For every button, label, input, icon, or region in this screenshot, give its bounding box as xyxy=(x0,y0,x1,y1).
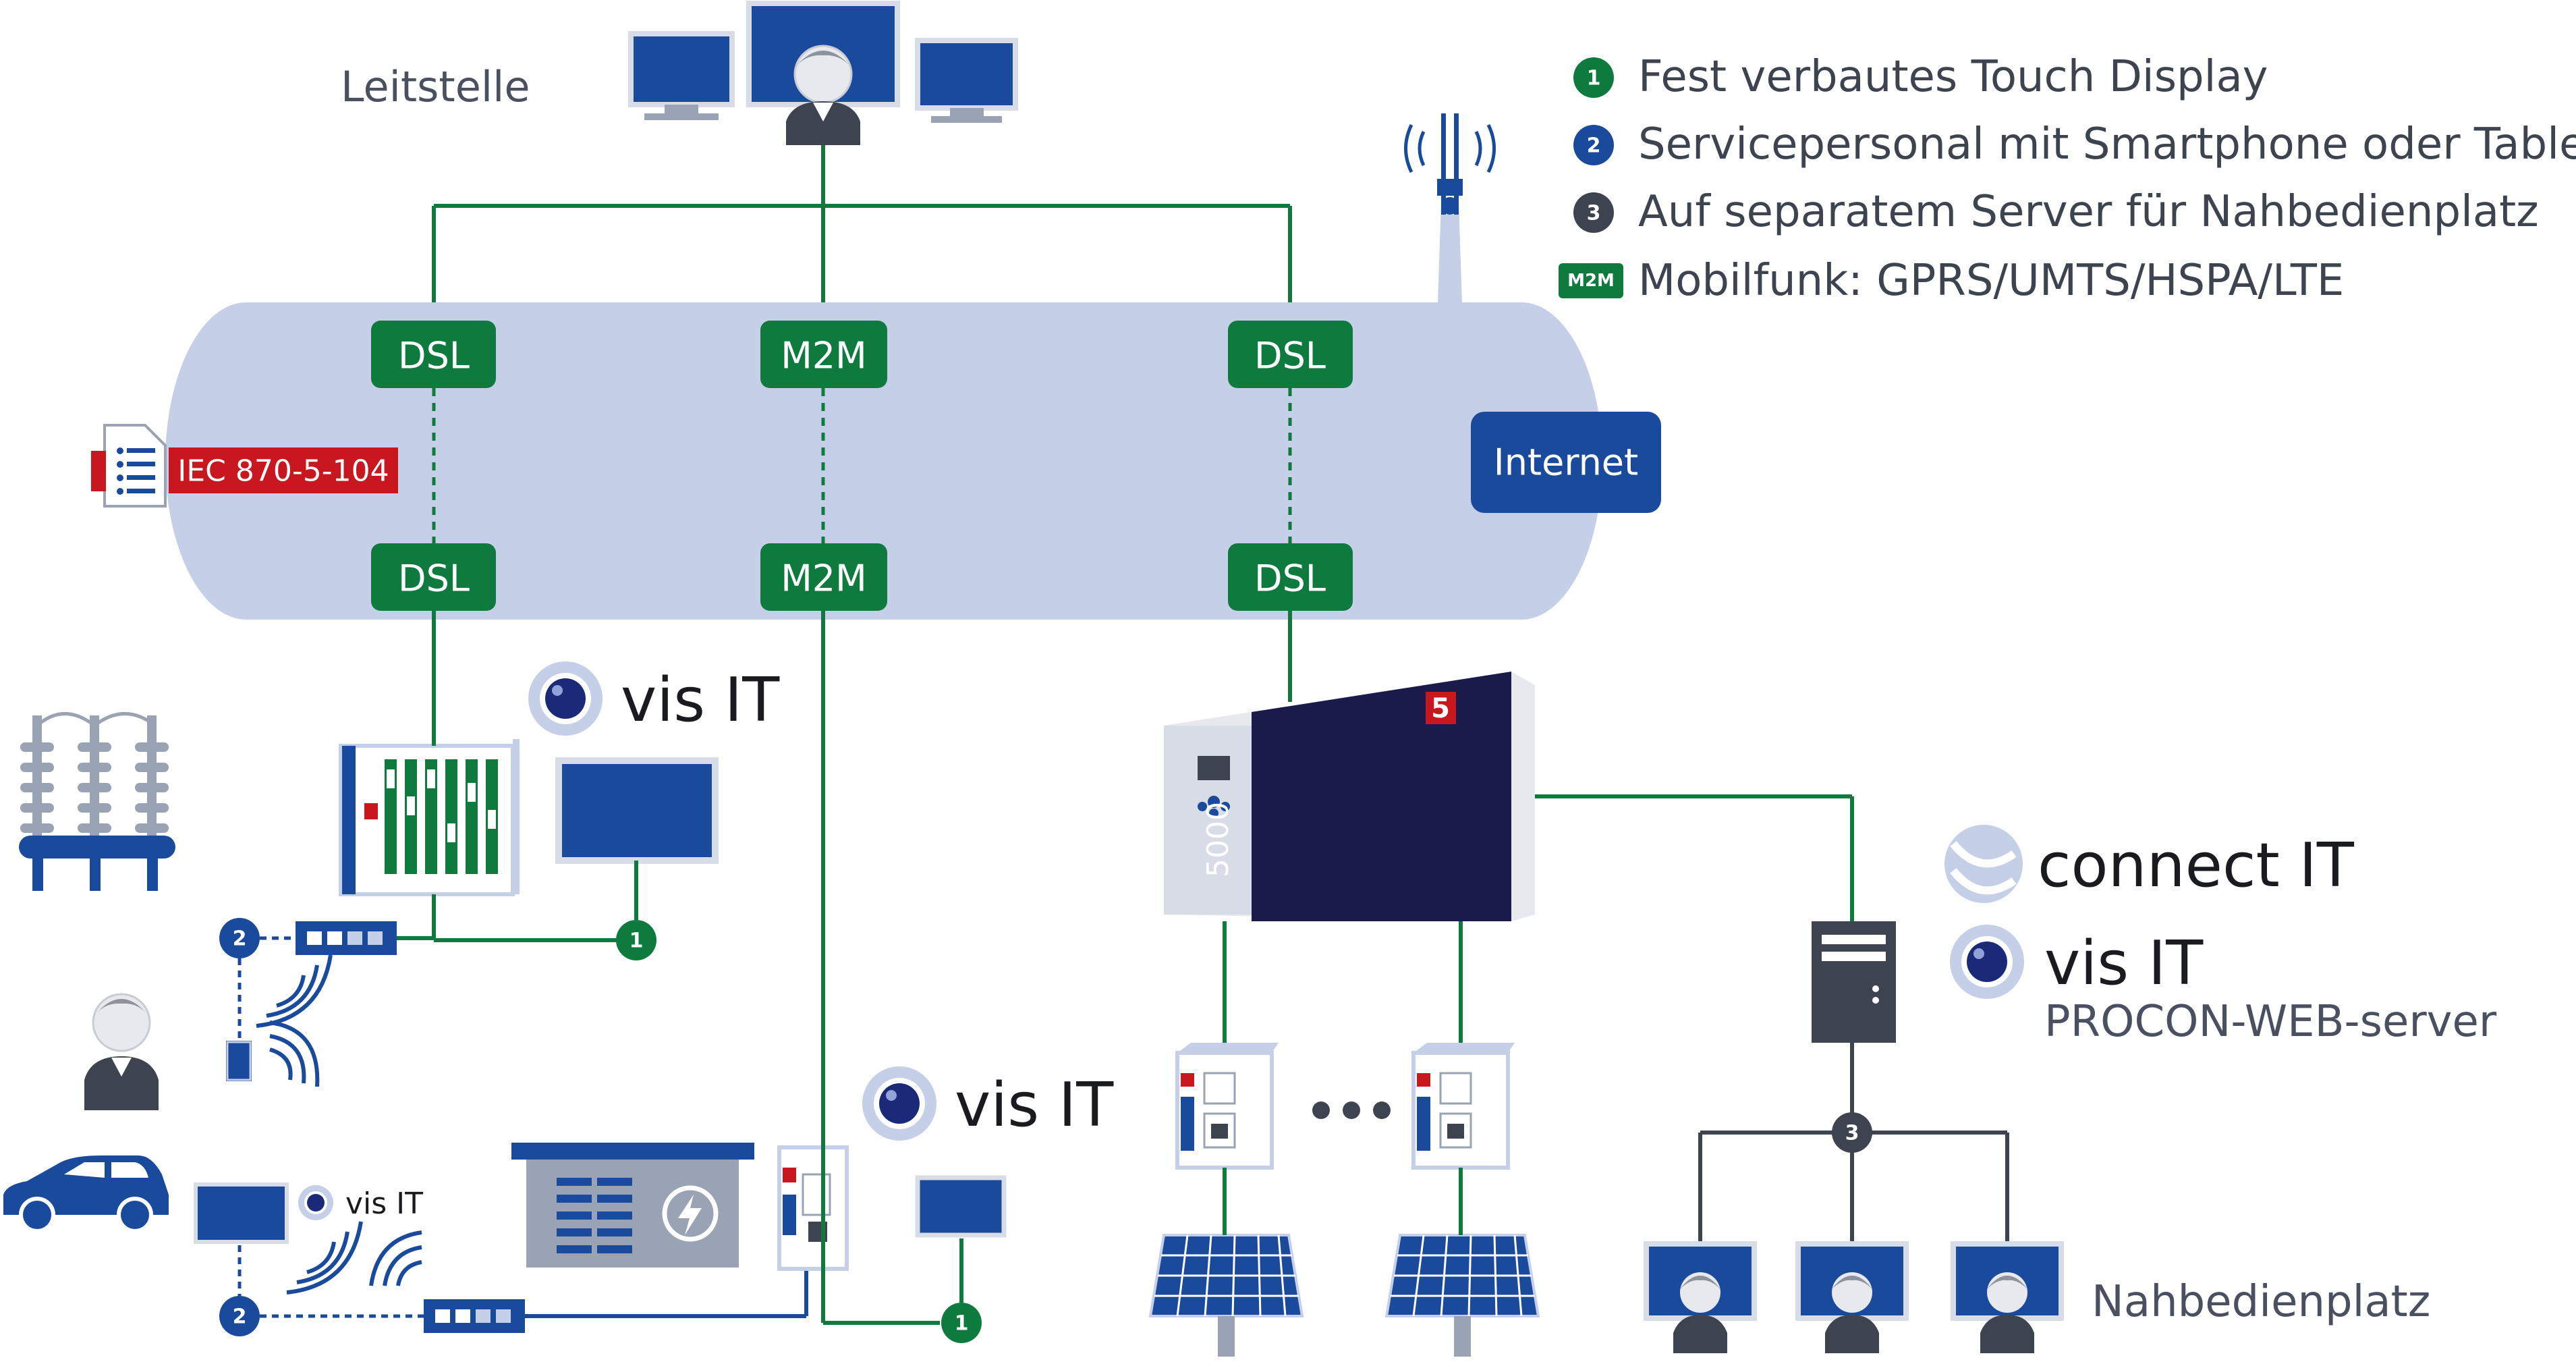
tunnel-dotted-lines xyxy=(432,388,1292,543)
svg-text:2: 2 xyxy=(1587,134,1601,158)
leitstelle-monitor-right xyxy=(915,38,1018,123)
tablet-icon-upper xyxy=(223,1038,254,1084)
substation-icon xyxy=(19,712,175,891)
badge-service-upper: 2 xyxy=(219,918,260,958)
svg-text:3: 3 xyxy=(1587,202,1601,225)
svg-text:Auf separatem Server für Nahbe: Auf separatem Server für Nahbedienplatz xyxy=(1638,187,2539,237)
workstation-3 xyxy=(1951,1241,2064,1353)
workstation-1 xyxy=(1644,1241,1757,1353)
svg-text:DSL: DSL xyxy=(1254,335,1326,377)
solar-panel-left xyxy=(1148,1234,1304,1357)
device-5000-downlinks xyxy=(1223,794,1854,1053)
protocol-label: IEC 870-5-104 xyxy=(169,447,398,493)
solar-panel-right xyxy=(1384,1234,1540,1357)
svg-text:vis IT: vis IT xyxy=(2044,928,2204,999)
wifi-icon-upper xyxy=(256,954,333,1028)
svg-text:vis IT: vis IT xyxy=(345,1187,423,1221)
svg-text:connect IT: connect IT xyxy=(2038,830,2355,901)
badge-server: 3 xyxy=(1832,1112,1872,1153)
legend-item-touch: 1 Fest verbautes Touch Display xyxy=(1573,52,2268,102)
visit-logo-charging: vis IT xyxy=(862,1066,1114,1141)
switch-lower xyxy=(424,1299,525,1333)
svg-text:DSL: DSL xyxy=(398,557,470,600)
wifi-icon-tablet xyxy=(269,1020,320,1087)
field-rtu-right xyxy=(1411,1043,1515,1170)
device-5000: 5000 5 xyxy=(1164,672,1535,921)
procon-label: PROCON-WEB-server xyxy=(2044,997,2497,1047)
leitstelle-monitor-left xyxy=(628,31,735,120)
switch-upper-left xyxy=(296,921,434,955)
protocol-document-icon xyxy=(91,424,167,508)
node-bottom-dsl-left: DSL xyxy=(371,543,496,611)
svg-text:DSL: DSL xyxy=(398,335,470,377)
touch-display-rtu xyxy=(555,757,719,864)
badge-service-lower: 2 xyxy=(219,1296,260,1336)
service-link-upper xyxy=(237,936,296,1039)
service-person-icon xyxy=(84,993,159,1110)
legend-item-server: 3 Auf separatem Server für Nahbedienplat… xyxy=(1573,187,2539,237)
svg-text:2: 2 xyxy=(233,927,247,951)
visit-logo-server: vis IT xyxy=(1950,925,2204,999)
visit-logo-small: vis IT xyxy=(298,1185,423,1221)
rtu-charging xyxy=(777,1145,849,1271)
wifi-icon-lower-left xyxy=(286,1221,363,1295)
svg-text:5000: 5000 xyxy=(1201,802,1235,877)
svg-text:vis IT: vis IT xyxy=(955,1070,1114,1141)
leitstelle-operator-icon xyxy=(786,45,860,145)
charging-connection-lines xyxy=(821,611,963,1325)
svg-text:2: 2 xyxy=(233,1305,247,1329)
svg-text:M2M: M2M xyxy=(781,557,867,600)
nahbedienplatz-label: Nahbedienplatz xyxy=(2092,1277,2430,1327)
svg-text:1: 1 xyxy=(629,929,644,953)
svg-text:M2M: M2M xyxy=(1567,271,1615,291)
legend: 1 Fest verbautes Touch Display 2 Service… xyxy=(1559,52,2576,306)
touch-display-charging xyxy=(915,1175,1007,1238)
node-bottom-dsl-right: DSL xyxy=(1228,543,1353,611)
service-link-lower xyxy=(237,1245,424,1318)
procon-server-icon xyxy=(1812,921,1896,1043)
node-bottom-m2m: M2M xyxy=(760,543,887,611)
svg-text:3: 3 xyxy=(1845,1122,1859,1145)
rtu-rack-left xyxy=(339,739,520,896)
workstation-2 xyxy=(1795,1241,1909,1353)
connectit-logo: connect IT xyxy=(1944,825,2355,903)
solar-links xyxy=(1223,1168,1463,1235)
svg-text:DSL: DSL xyxy=(1254,557,1326,600)
svg-text:1: 1 xyxy=(955,1312,969,1336)
legend-item-service: 2 Servicepersonal mit Smartphone oder Ta… xyxy=(1573,119,2576,169)
leitstelle-label: Leitstelle xyxy=(341,62,530,111)
visit-logo-rtu: vis IT xyxy=(528,661,780,736)
field-rtu-left xyxy=(1175,1043,1279,1170)
monitor-charging-left xyxy=(194,1182,289,1244)
car-icon xyxy=(3,1155,169,1233)
rtu-connection-lines xyxy=(432,611,638,942)
internet-node: Internet xyxy=(1471,412,1661,513)
svg-text:vis IT: vis IT xyxy=(621,665,780,736)
svg-text:5: 5 xyxy=(1431,693,1450,724)
svg-text:IEC 870-5-104: IEC 870-5-104 xyxy=(177,454,389,489)
svg-text:Fest verbautes Touch Display: Fest verbautes Touch Display xyxy=(1638,52,2268,102)
svg-text:Servicepersonal mit Smartphone: Servicepersonal mit Smartphone oder Tabl… xyxy=(1638,119,2576,169)
wifi-icon-lower-mid xyxy=(369,1230,422,1286)
node-top-m2m: M2M xyxy=(760,321,887,388)
node-top-dsl-left: DSL xyxy=(371,321,496,388)
legend-item-m2m: M2M Mobilfunk: GPRS/UMTS/HSPA/LTE xyxy=(1559,256,2344,306)
charging-station-icon xyxy=(511,1143,754,1268)
svg-text:Internet: Internet xyxy=(1494,441,1638,484)
svg-text:Mobilfunk: GPRS/UMTS/HSPA/LTE: Mobilfunk: GPRS/UMTS/HSPA/LTE xyxy=(1638,256,2344,306)
node-top-dsl-right: DSL xyxy=(1228,321,1353,388)
badge-touch-charging: 1 xyxy=(941,1303,982,1343)
svg-text:1: 1 xyxy=(1587,67,1601,90)
badge-touch-rtu: 1 xyxy=(616,920,656,960)
cell-tower-icon xyxy=(1404,113,1496,324)
ellipsis-dots xyxy=(1312,1101,1391,1119)
svg-text:M2M: M2M xyxy=(781,335,867,377)
